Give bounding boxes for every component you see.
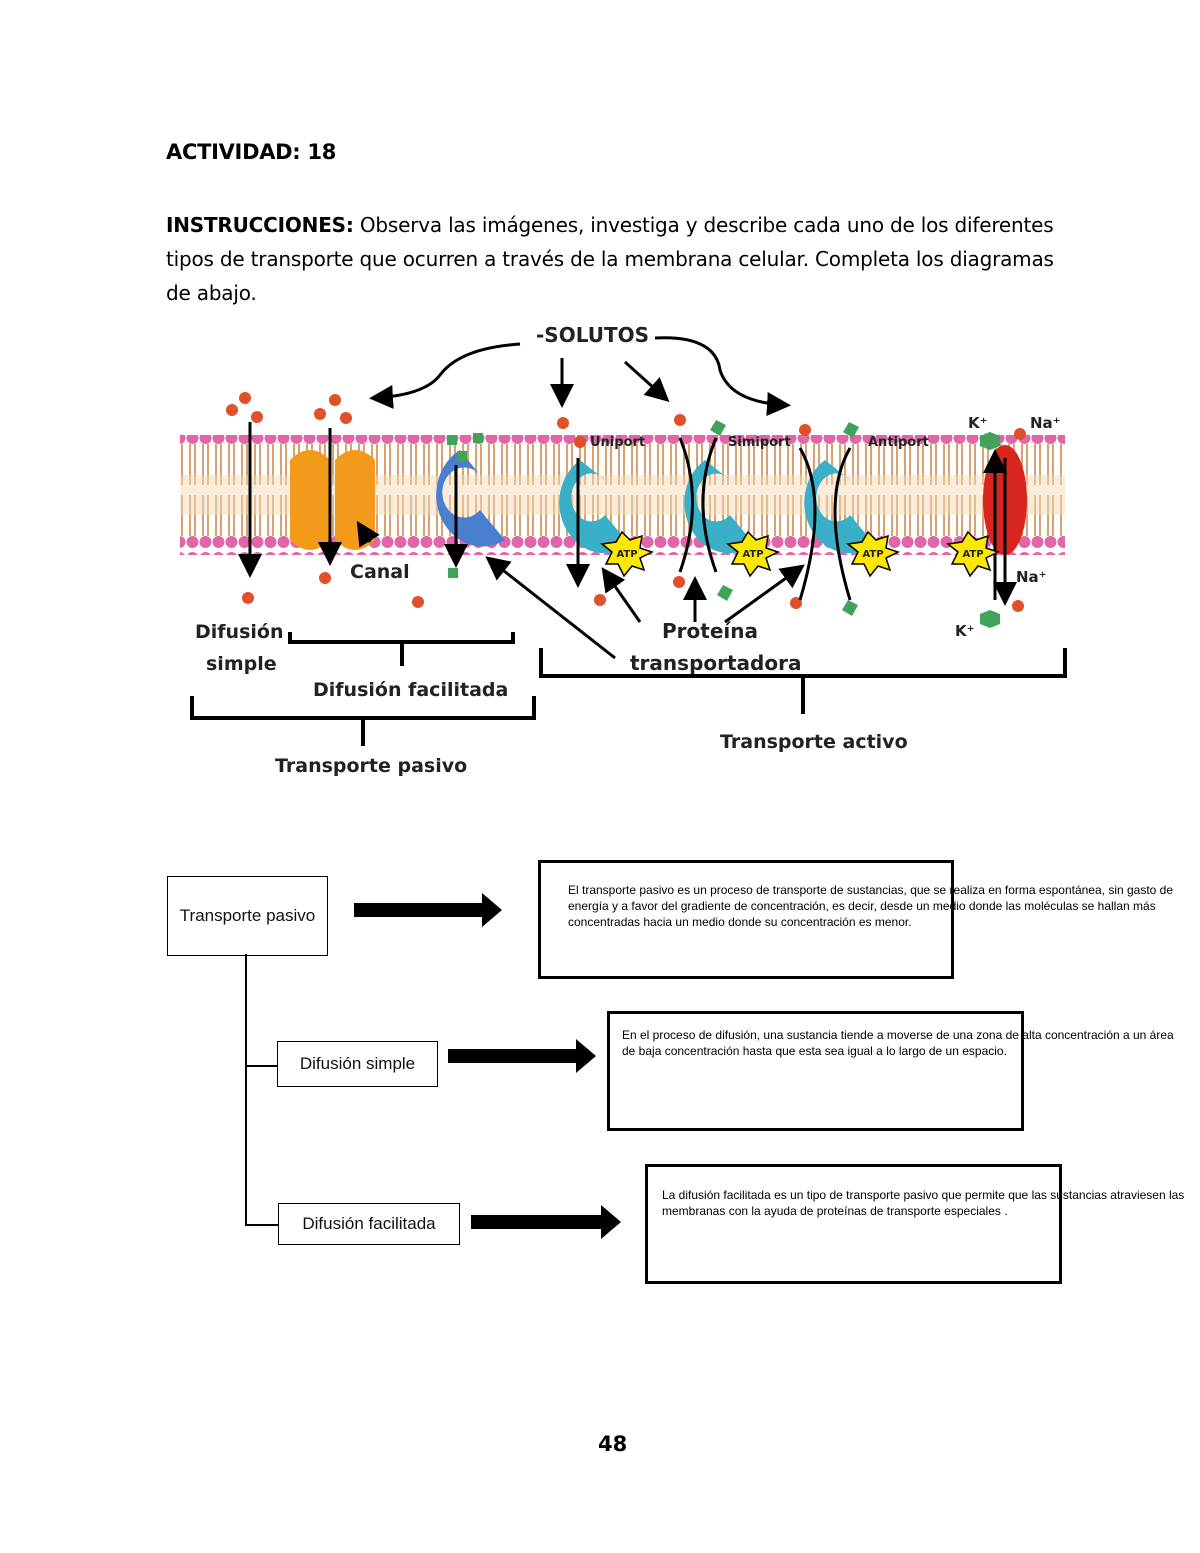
uniport-label: Uniport [590, 435, 645, 450]
difusion-facilitada-label: Difusión facilitada [313, 679, 508, 701]
proteina-label-1: Proteína [662, 619, 758, 643]
connector-facilitated [245, 1224, 278, 1226]
facilitated-diffusion-box: Difusión facilitada [278, 1203, 460, 1245]
atp-label-4: ATP [962, 549, 983, 560]
simiport-label: Simiport [728, 435, 791, 450]
na-top-label: Na⁺ [1030, 414, 1061, 432]
k-bottom-label: K⁺ [955, 622, 975, 640]
facilitated-desc-box [645, 1164, 1062, 1284]
simple-desc-box [607, 1011, 1024, 1131]
green-molecules [447, 420, 1000, 628]
atp-label-2: ATP [742, 549, 763, 560]
canal-label: Canal [350, 561, 410, 583]
antiport-label: Antiport [868, 435, 929, 450]
atp-label-3: ATP [862, 549, 883, 560]
transporte-pasivo-label: Transporte pasivo [275, 755, 467, 777]
connector-vertical [245, 954, 247, 1226]
antiport-protein [804, 460, 875, 554]
bracket-activo [539, 648, 1067, 714]
difusion-simple-label-1: Difusión [195, 621, 283, 643]
instructions-text: Observa las imágenes, investiga y descri… [166, 213, 1054, 305]
atp-label-1: ATP [616, 549, 637, 560]
arrow-passive [354, 893, 502, 927]
simple-desc-text: En el proceso de difusión, una sustancia… [622, 1028, 1174, 1058]
membrane-transport-figure: ATP ATP ATP ATP -SOLUTOS Uniport Simipor… [180, 323, 1067, 777]
carrier-protein-blue [436, 450, 505, 547]
bracket-facilitada [288, 632, 515, 666]
atp-stars [600, 530, 1000, 578]
connector-simple [245, 1065, 277, 1067]
page-number: 48 [598, 1432, 628, 1456]
arrow-simple [448, 1039, 596, 1073]
passive-transport-box: Transporte pasivo [167, 876, 328, 956]
simiport-protein [684, 460, 755, 554]
solutos-label: -SOLUTOS [536, 323, 649, 347]
bracket-pasivo [190, 696, 536, 746]
k-top-label: K⁺ [968, 414, 988, 432]
instructions-label: INSTRUCCIONES: [166, 213, 354, 237]
simple-diffusion-box: Difusión simple [277, 1041, 438, 1087]
instructions: INSTRUCCIONES: Observa las imágenes, inv… [166, 208, 1066, 310]
facilitated-desc-text: La difusión facilitada es un tipo de tra… [662, 1188, 1185, 1218]
proteina-label-2: transportadora [630, 651, 801, 675]
passive-desc-text: El transporte pasivo es un proceso de tr… [568, 883, 1174, 929]
difusion-simple-label-2: simple [206, 653, 277, 675]
na-bottom-label: Na⁺ [1016, 568, 1047, 586]
arrow-facilitated [471, 1205, 621, 1239]
transporte-activo-label: Transporte activo [720, 731, 908, 753]
activity-title: ACTIVIDAD: 18 [166, 140, 337, 164]
passive-desc-box [538, 860, 954, 979]
solute-molecules [226, 392, 1026, 612]
